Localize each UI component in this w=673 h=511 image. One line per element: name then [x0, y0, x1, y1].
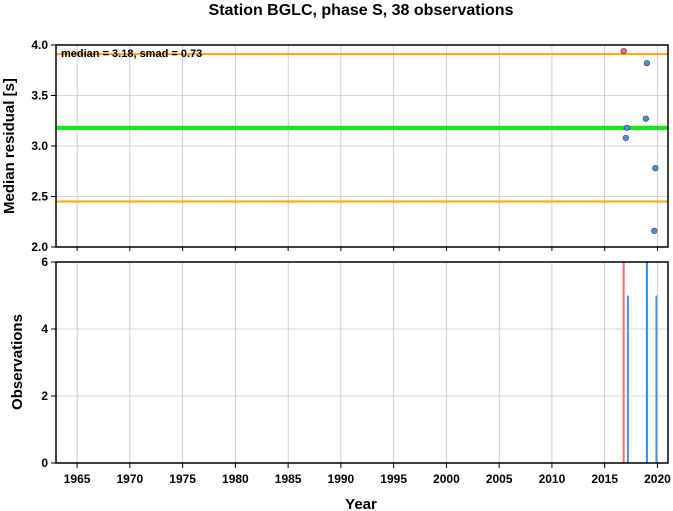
residual-point: [623, 124, 630, 131]
y-tick-label: 3.0: [31, 139, 48, 153]
residual-grid: [56, 44, 668, 248]
y-tick-label: 4.0: [31, 38, 48, 52]
observations-frame: [55, 261, 669, 464]
x-tick-label: 1965: [64, 472, 91, 486]
residual-x-ticks: [76, 247, 658, 251]
chart-title: Station BGLC, phase S, 38 observations: [209, 2, 514, 19]
x-tick-label: 2010: [539, 472, 566, 486]
residual-point: [622, 134, 629, 142]
x-tick-label: 1990: [328, 472, 355, 486]
x-tick-label: 2015: [591, 472, 618, 486]
y-tick-label: 4: [41, 322, 48, 336]
x-axis-label: Year: [345, 496, 377, 511]
observations-bars: [622, 262, 658, 463]
y-tick-label: 2.0: [31, 240, 48, 254]
x-tick-label: 2020: [644, 472, 671, 486]
x-tick-label: 2000: [433, 472, 460, 486]
x-tick-label: 1985: [275, 472, 302, 486]
residual-y-axis-label: Median residual [s]: [1, 78, 18, 214]
y-tick-label: 2.5: [31, 190, 48, 204]
observations-x-ticks: 1965 1970 1975 1980 1985 1990 1995 2000 2005 2010…: [64, 463, 671, 486]
residual-point: [652, 165, 659, 172]
stats-annotation: median = 3.18, smad = 0.73: [61, 48, 202, 60]
x-tick-label: 1975: [169, 472, 196, 486]
y-tick-label: 2: [41, 389, 48, 403]
y-tick-label: 0: [41, 456, 48, 470]
observations-y-ticks: 0 2 4 6: [41, 255, 56, 470]
x-tick-label: 2005: [486, 472, 513, 486]
x-tick-label: 1995: [380, 472, 407, 486]
x-tick-label: 1970: [117, 472, 144, 486]
residual-reference-lines: [56, 53, 668, 203]
residual-point: [620, 47, 627, 55]
observations-y-axis-label: Observations: [9, 314, 26, 410]
residual-panel: 2.0 2.5 3.0 3.5 4.0 median = 3.18, smad = 0.…: [1, 38, 669, 254]
x-tick-label: 1980: [222, 472, 249, 486]
residual-point: [643, 60, 650, 67]
y-tick-label: 3.5: [31, 89, 48, 103]
observations-plot-area: [56, 262, 668, 463]
observations-panel: 0 2 4 6 1965 1970 1975 1980 1985 1990 1995 2000 200…: [9, 255, 671, 511]
residual-point: [642, 115, 649, 122]
residual-point: [651, 227, 658, 234]
y-tick-label: 6: [41, 255, 48, 269]
residual-points: [620, 47, 659, 234]
residual-y-ticks: 2.0 2.5 3.0 3.5 4.0: [31, 38, 56, 254]
